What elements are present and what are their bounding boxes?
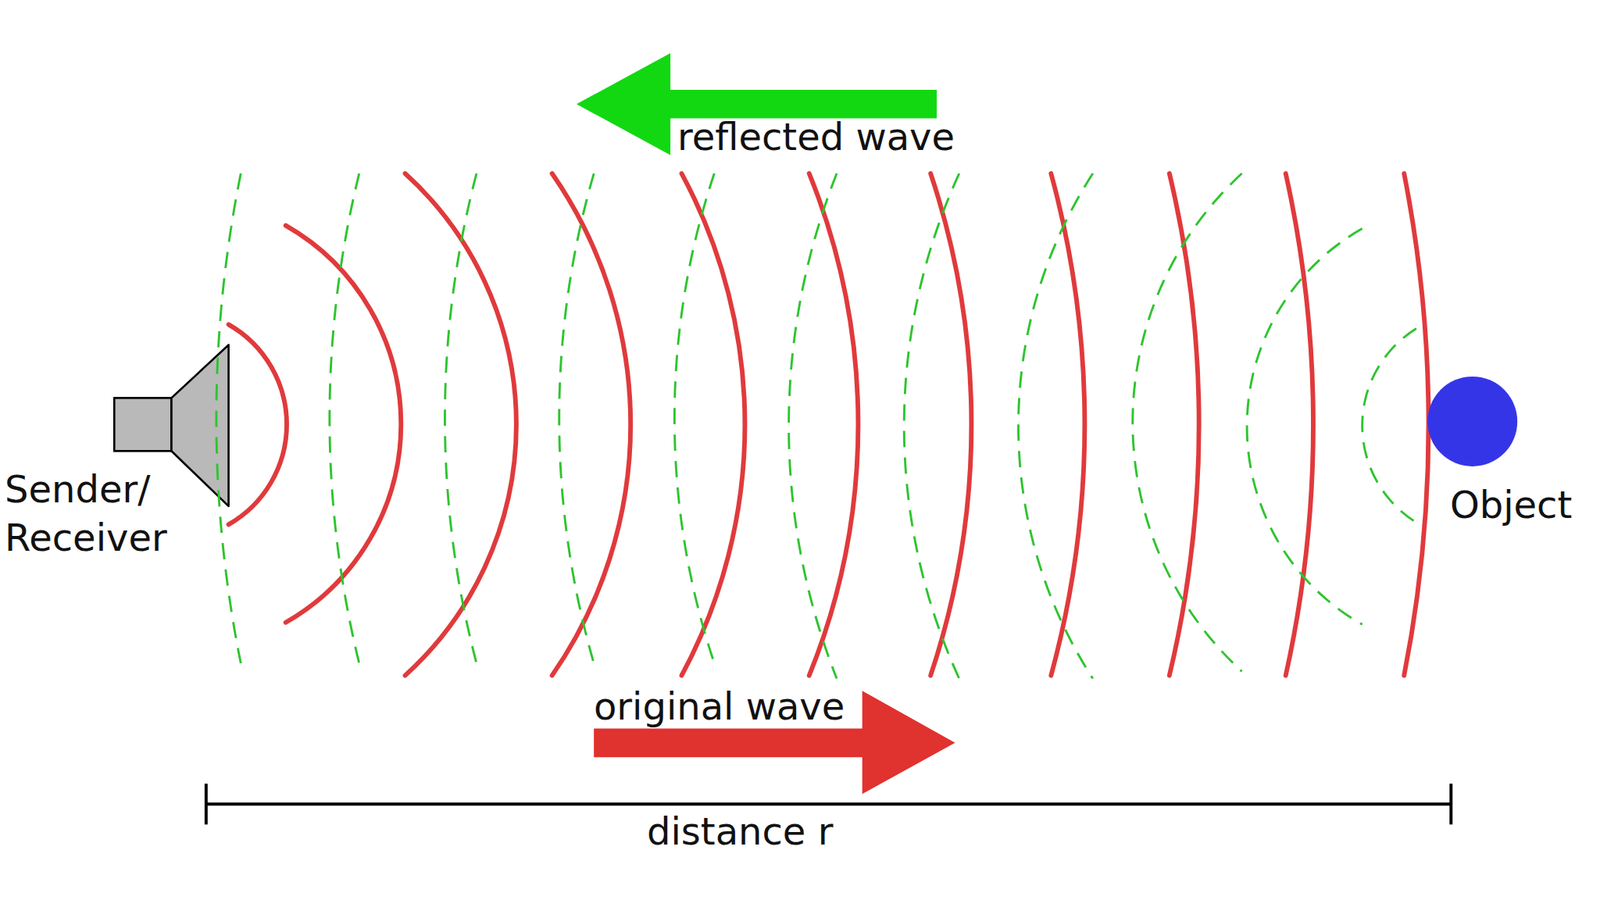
original-wavefront [552, 173, 632, 676]
speaker-cone [171, 344, 229, 506]
original-wavefront [1285, 173, 1314, 676]
original-wavefront [285, 225, 402, 623]
sender-receiver-node: Sender/ Receiver [4, 464, 193, 562]
reflected-wavefronts [216, 173, 1417, 679]
reflected-wavefront [1132, 173, 1243, 672]
reflected-wavefront [1246, 228, 1363, 625]
dimension-label: distance r [646, 812, 833, 850]
sender-receiver-label: Sender/ Receiver [4, 464, 193, 562]
original-wavefront [1403, 173, 1429, 676]
arrow-label: original wave [593, 687, 845, 725]
original-wavefront [405, 173, 517, 676]
original-wavefront [930, 173, 972, 676]
reflected-wavefront [444, 173, 476, 664]
original-wavefront [809, 173, 859, 676]
bracket-line [206, 802, 1451, 806]
bracket-tick [1449, 783, 1453, 825]
object-node: Object [1450, 485, 1573, 524]
reflected-wavefront [674, 173, 715, 664]
reflected-wavefront [329, 173, 360, 664]
object-circle [1427, 376, 1518, 467]
bracket-tick [204, 783, 208, 825]
arrow-label: reflected wave [677, 117, 955, 156]
reflected-wavefront [559, 173, 594, 664]
reflected-wavefront [1362, 328, 1417, 523]
original-wavefront [228, 324, 287, 525]
reflected-wavefront [1018, 173, 1093, 679]
object-label: Object [1450, 485, 1573, 524]
speaker-body [114, 397, 172, 451]
reflected-wavefront [903, 173, 960, 679]
original-wavefront [681, 173, 745, 676]
original-wavefronts [228, 173, 1429, 676]
original-wavefront [1050, 173, 1085, 676]
reflected-wavefront [789, 173, 837, 679]
reflected-wavefront [216, 173, 241, 664]
